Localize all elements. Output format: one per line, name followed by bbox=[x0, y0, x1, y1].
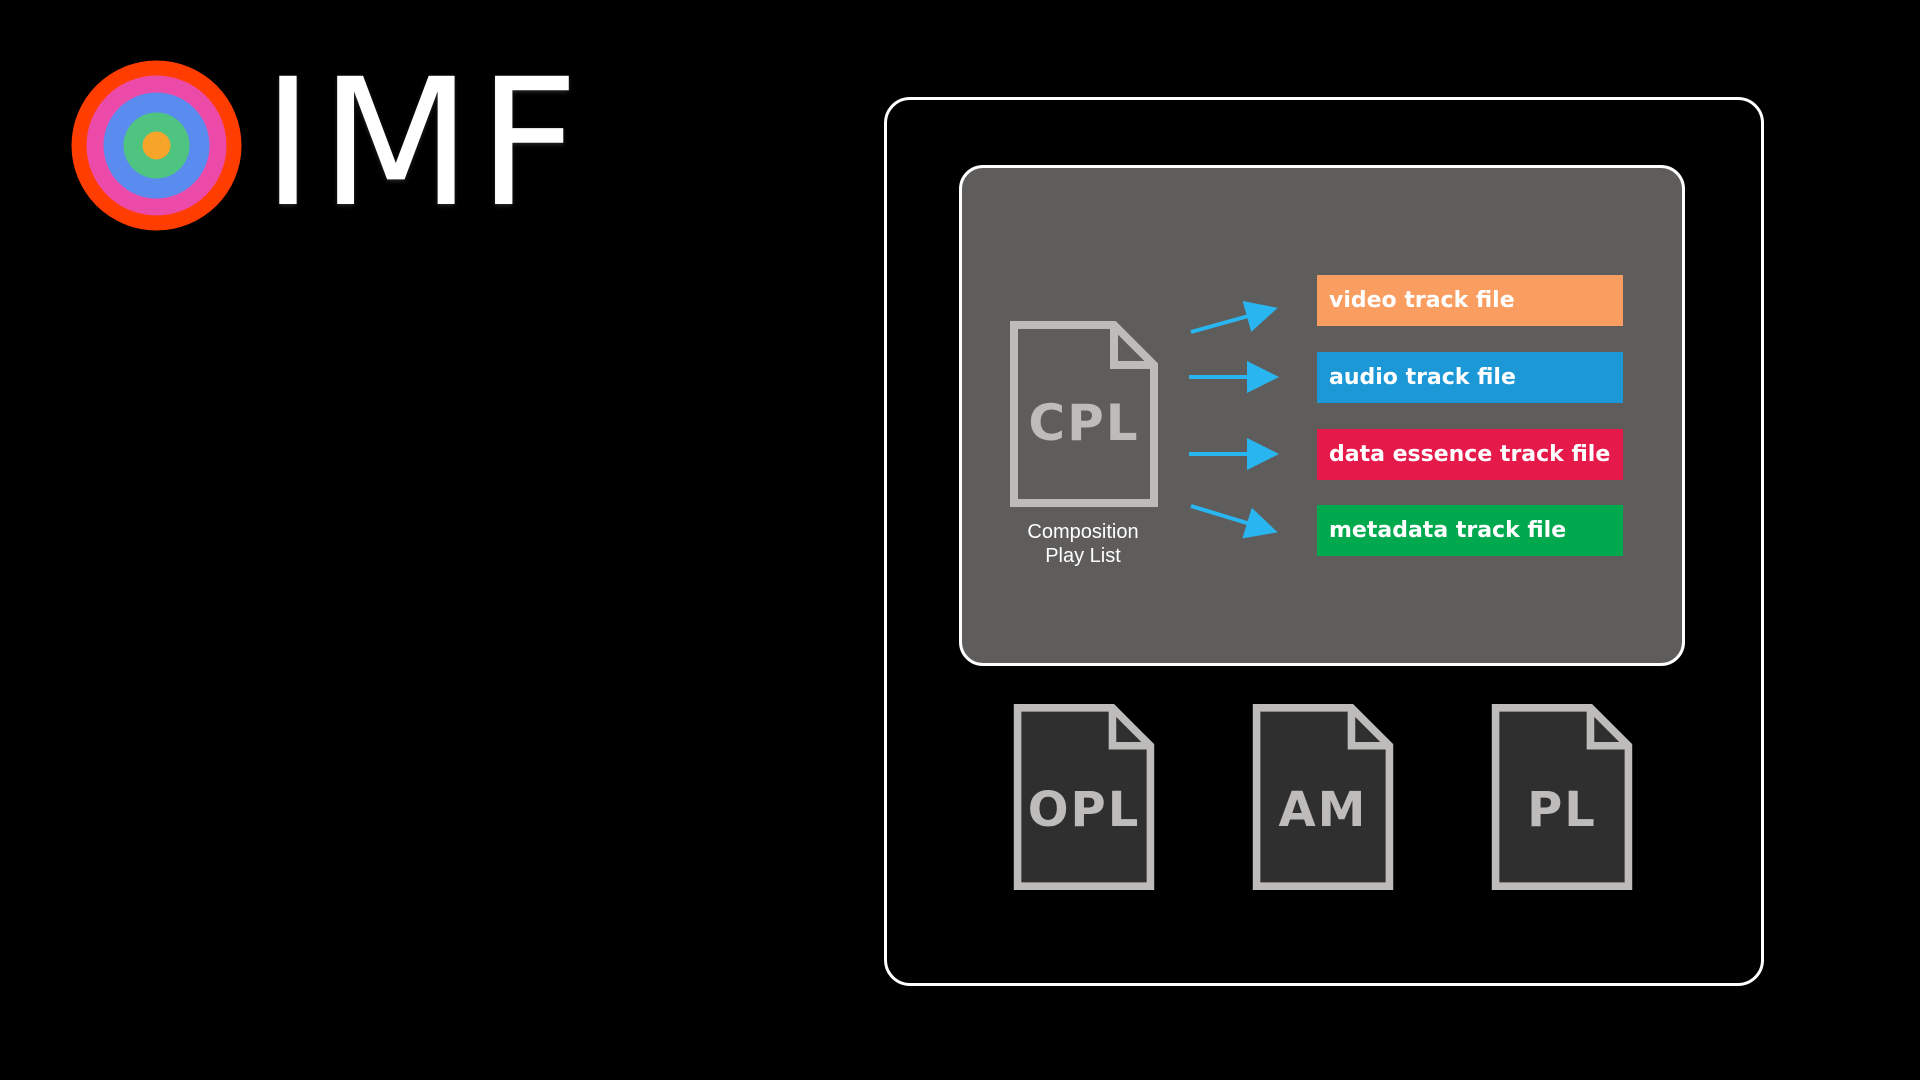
opl-document-label: OPL bbox=[1027, 782, 1141, 838]
document-icon bbox=[1252, 704, 1394, 890]
document-icon bbox=[1491, 704, 1633, 890]
am-document-label: AM bbox=[1278, 782, 1368, 838]
data-essence-track-file: data essence track file bbox=[1317, 429, 1623, 480]
logo-wordmark: IMF bbox=[262, 41, 585, 246]
opl-document: OPL bbox=[1010, 704, 1158, 890]
metadata-track-file: metadata track file bbox=[1317, 505, 1623, 556]
cpl-document: CPL bbox=[1010, 321, 1158, 507]
document-icon bbox=[1013, 704, 1155, 890]
document-icon bbox=[1010, 321, 1158, 507]
cpl-panel bbox=[959, 165, 1685, 666]
audio-track-file: audio track file bbox=[1317, 352, 1623, 403]
video-track-file: video track file bbox=[1317, 275, 1623, 326]
cpl-document-label: CPL bbox=[1028, 394, 1140, 452]
am-document: AM bbox=[1249, 704, 1397, 890]
pl-document-label: PL bbox=[1527, 782, 1597, 838]
pl-document: PL bbox=[1488, 704, 1636, 890]
cpl-caption-line1: Composition bbox=[1027, 521, 1139, 543]
cpl-caption-line2: Play List bbox=[1045, 545, 1121, 567]
imf-logo-icon bbox=[71, 60, 242, 231]
package-frame bbox=[884, 97, 1764, 986]
cpl-caption: Composition Play List bbox=[983, 520, 1183, 568]
